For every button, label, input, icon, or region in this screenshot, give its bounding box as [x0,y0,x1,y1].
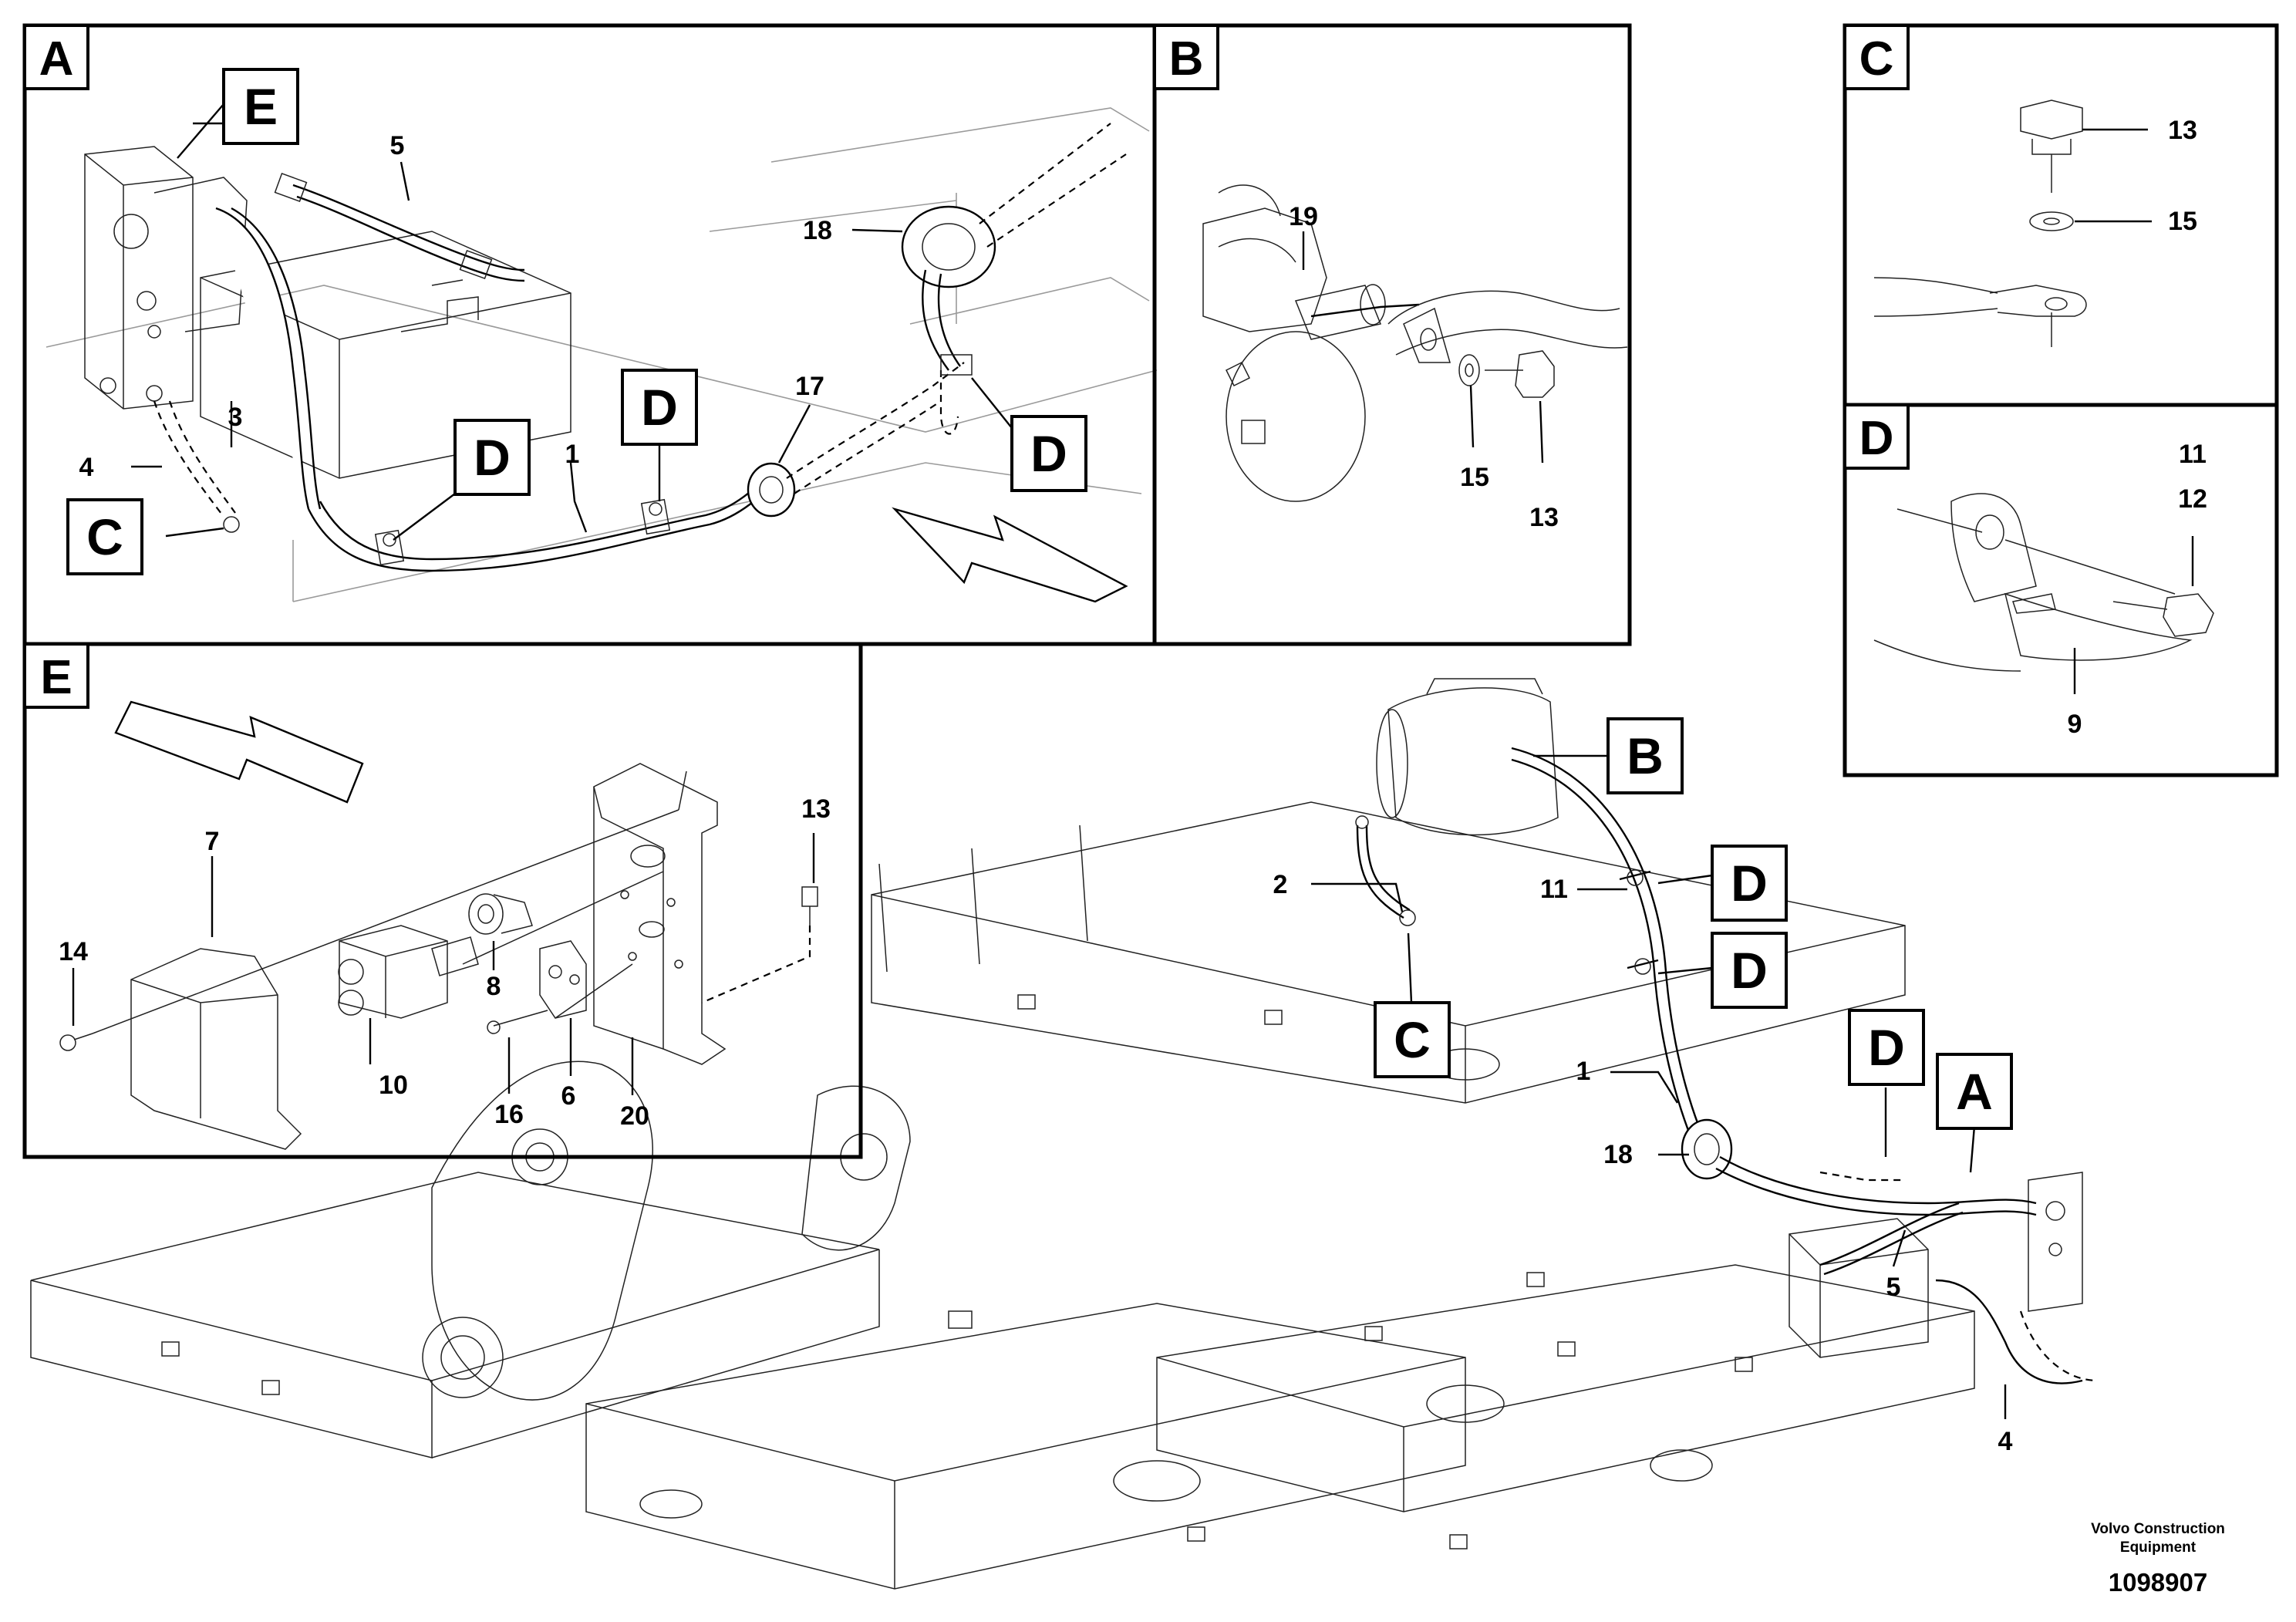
label-20-e: 20 [620,1101,649,1131]
callout-D-m3: D [1868,1019,1905,1076]
panel-E [22,642,863,1159]
label-13-b: 13 [1529,503,1559,532]
label-18-m: 18 [1603,1140,1633,1169]
label-5-a: 5 [390,131,405,160]
panel-B-art [1202,184,1628,502]
callout-boxes: E D D D C B D D C D A [66,68,2013,1130]
panel-D-letter: D [1859,412,1894,465]
label-15-b: 15 [1460,463,1489,492]
label-4-m: 4 [1998,1427,2013,1456]
panel-D-art [1873,493,2214,672]
panel-B [1152,23,1632,646]
footer: Volvo Construction Equipment 1098907 [2091,1521,2225,1597]
callout-D-a2: D [641,379,678,436]
label-5-m: 5 [1886,1273,1901,1302]
panel-A-letter: A [39,32,74,86]
main-cables [1355,747,2099,1384]
label-1-m: 1 [1576,1057,1591,1086]
label-13-c: 13 [2168,116,2197,145]
label-4-a: 4 [79,453,94,482]
company-line-1: Volvo Construction [2091,1521,2225,1537]
drawing-number: 1098907 [2109,1568,2207,1597]
panel-C-letter: C [1859,32,1894,86]
panel-E-letter: E [40,651,72,704]
part-number-labels: 5 3 4 1 17 18 19 15 13 13 15 11 12 9 7 1… [59,116,2207,1456]
panel-A [22,23,1158,646]
callout-D-m2: D [1731,942,1768,999]
callout-B: B [1627,727,1664,784]
company-line-2: Equipment [2120,1539,2197,1556]
panel-C-art [1873,99,2087,347]
callout-D-m1: D [1731,855,1768,912]
label-9-d: 9 [2068,710,2082,739]
panel-D [1843,403,2279,777]
label-6-e: 6 [561,1081,576,1111]
callout-D-a1: D [474,429,511,486]
label-15-c: 15 [2168,207,2197,236]
label-17-a: 17 [795,372,824,401]
label-14-e: 14 [59,937,88,966]
callout-A: A [1956,1063,1993,1120]
panel-letters: A B C D E [23,24,1910,709]
callout-D-a3: D [1030,425,1067,482]
label-13-e: 13 [801,794,831,824]
label-18-a: 18 [803,216,832,245]
label-8-e: 8 [487,972,501,1001]
main-machine-frame [30,678,2083,1590]
label-11-d: 11 [2179,440,2207,469]
label-10-e: 10 [379,1071,408,1100]
label-7-e: 7 [205,827,220,856]
label-16-e: 16 [494,1100,524,1129]
label-12-d: 12 [2178,484,2207,514]
panel-E-art [59,700,818,1150]
callout-C-m: C [1394,1011,1431,1068]
label-2-m: 2 [1273,870,1288,899]
panel-A-art [46,107,1158,603]
label-11-m: 11 [1540,875,1568,904]
label-1-a: 1 [565,440,580,469]
label-19-b: 19 [1289,202,1318,231]
label-3-a: 3 [228,403,243,432]
panel-B-letter: B [1169,32,1204,86]
callout-E: E [244,78,278,135]
callout-C-a: C [86,508,123,565]
